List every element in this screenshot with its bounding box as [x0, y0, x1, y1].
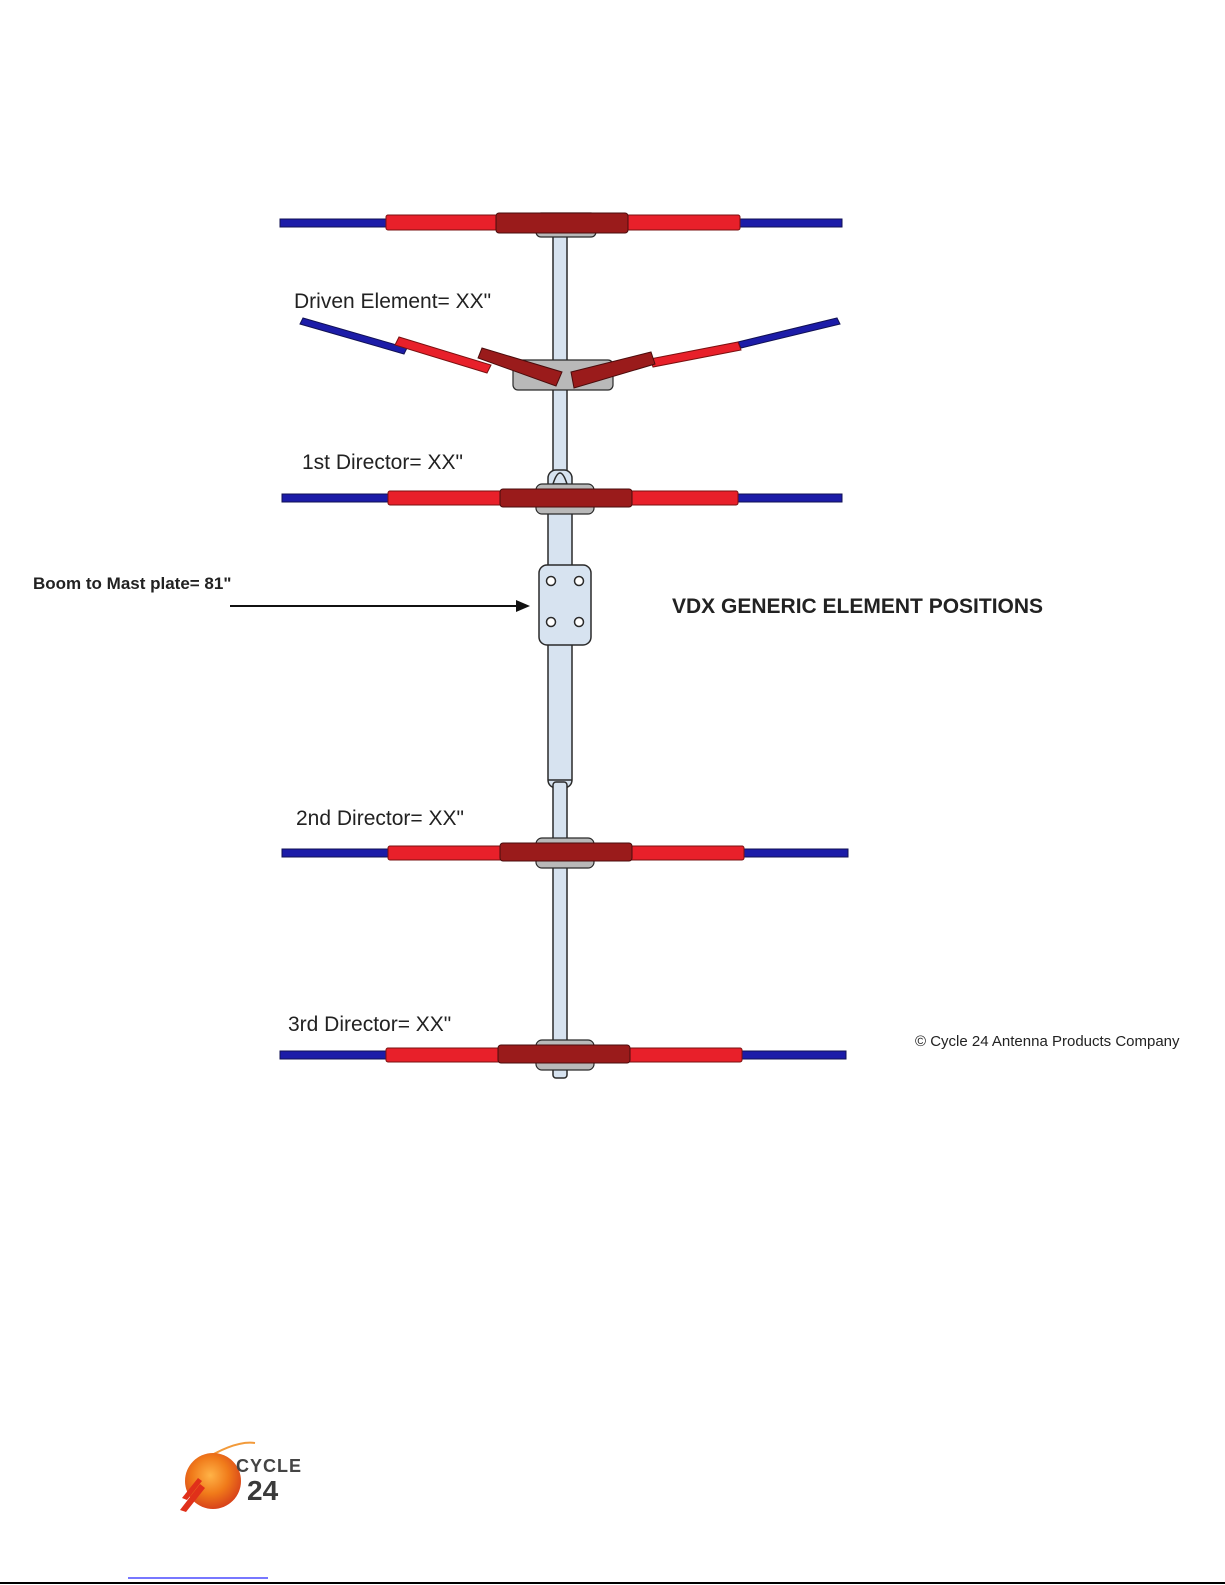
diagram-title: VDX GENERIC ELEMENT POSITIONS	[672, 595, 1043, 618]
element-tip-left	[282, 849, 394, 857]
element-tip-right	[738, 318, 840, 348]
arrow-head	[516, 600, 530, 612]
cycle-24-logo: CYCLE 24	[180, 1443, 302, 1512]
element-section-left	[386, 215, 504, 230]
element-section-right	[628, 846, 744, 860]
element-hub	[498, 1045, 630, 1063]
director-1-label: 1st Director= XX"	[302, 451, 463, 474]
boom-upper-tube	[553, 228, 567, 480]
element-section-right	[650, 342, 741, 367]
element-tip-left	[300, 318, 407, 354]
mast-plate-bolt	[547, 618, 556, 627]
element-section-left	[388, 491, 506, 505]
logo-number: 24	[247, 1475, 279, 1506]
element-section-right	[626, 215, 740, 230]
director-3-label: 3rd Director= XX"	[288, 1013, 451, 1036]
director-2-label: 2nd Director= XX"	[296, 807, 464, 830]
element-hub	[500, 843, 632, 861]
mast-plate	[539, 565, 591, 645]
mast-plate-bolt	[575, 577, 584, 586]
element-tip-right	[732, 494, 842, 502]
boom-lower-tube	[553, 782, 567, 1078]
element-tip-left	[280, 219, 392, 227]
director-2-element	[282, 838, 848, 868]
boom-mast-label: Boom to Mast plate= 81"	[33, 574, 231, 593]
driven-element	[300, 318, 840, 390]
element-tip-right	[732, 219, 842, 227]
director-1-element	[282, 473, 842, 514]
boom-mast-arrow	[230, 600, 530, 612]
element-tip-left	[280, 1051, 392, 1059]
element-tip-left	[282, 494, 394, 502]
element-hub	[500, 489, 632, 507]
element-section-right	[626, 1048, 742, 1062]
mast-plate-bolt	[575, 618, 584, 627]
reflector-element	[280, 213, 842, 237]
copyright-text: © Cycle 24 Antenna Products Company	[915, 1033, 1180, 1050]
logo-word: CYCLE	[236, 1456, 302, 1476]
element-hub	[496, 213, 628, 233]
mast-plate-bolt	[547, 577, 556, 586]
director-3-element	[280, 1040, 846, 1070]
driven-element-label: Driven Element= XX"	[294, 290, 491, 313]
element-section-left	[386, 1048, 504, 1062]
element-section-left	[388, 846, 506, 860]
element-section-left	[395, 337, 491, 373]
element-tip-right	[736, 1051, 846, 1059]
element-section-right	[628, 491, 738, 505]
element-tip-right	[738, 849, 848, 857]
